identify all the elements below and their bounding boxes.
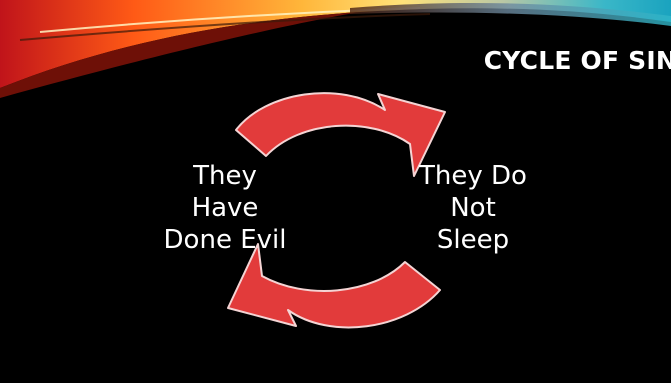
cycle-node-right-line: Not xyxy=(450,193,496,223)
cycle-node-right-line: They Do xyxy=(419,161,527,191)
curved-arrow-clockwise-left-icon xyxy=(227,243,441,329)
cycle-node-left: They Have Done Evil xyxy=(140,160,310,256)
slide-title: CYCLE OF SIN xyxy=(483,46,671,75)
cycle-node-left-line: Done Evil xyxy=(163,225,287,255)
cycle-node-left-line: They xyxy=(193,161,257,191)
curved-arrow-clockwise-right-icon xyxy=(235,92,446,177)
cycle-node-right-line: Sleep xyxy=(436,225,510,255)
decorative-swoosh xyxy=(0,0,671,98)
cycle-node-left-line: Have xyxy=(191,193,259,223)
cycle-node-right: They Do Not Sleep xyxy=(388,160,558,256)
